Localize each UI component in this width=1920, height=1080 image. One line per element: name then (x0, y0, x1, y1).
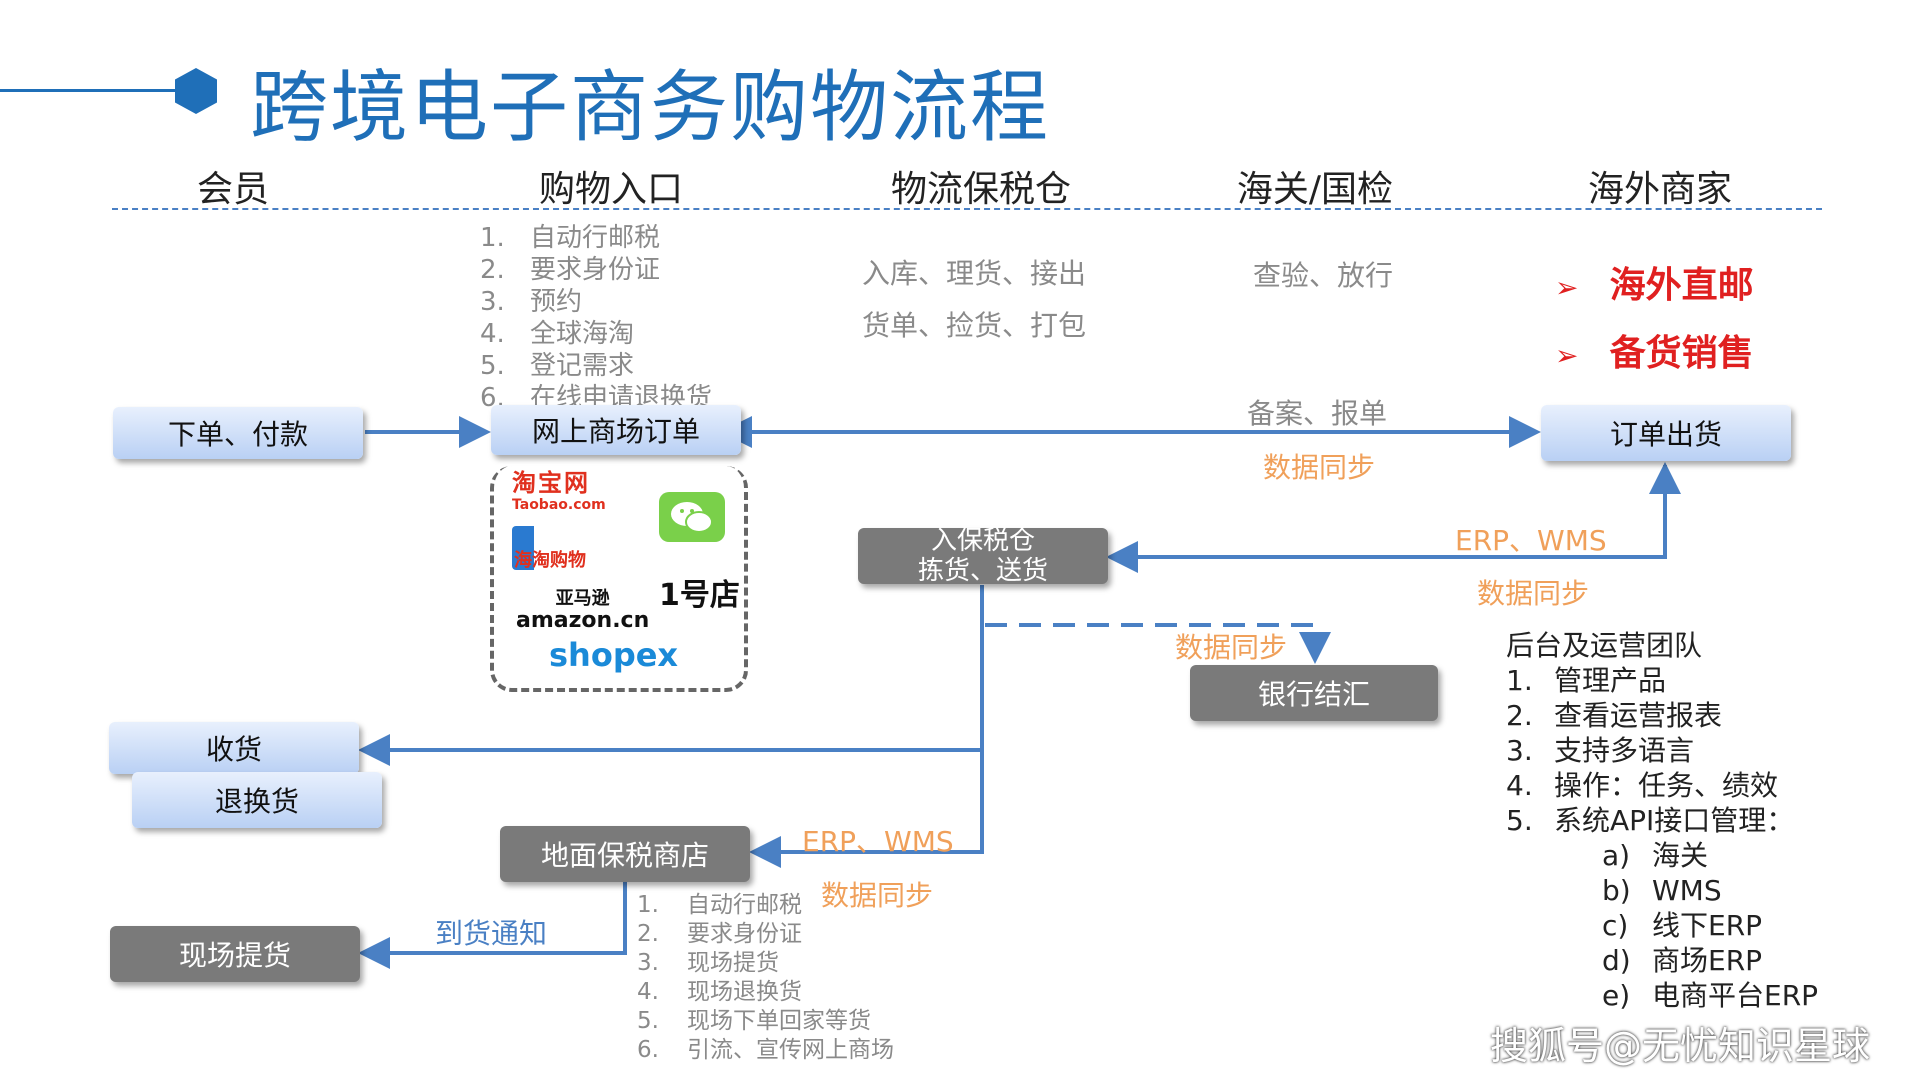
operations-team-list: 后台及运营团队 1.管理产品 2.查看运营报表 3.支持多语言 4.操作：任务、… (1506, 628, 1818, 1013)
list-item: 2.要求身份证 (637, 921, 802, 947)
label-arrival-notice: 到货通知 (435, 917, 548, 950)
list-item: 1.自动行邮税 (637, 892, 802, 918)
label-data-sync: 数据同步 (1175, 631, 1288, 664)
box-order-ship: 订单出货 (1541, 405, 1791, 461)
customs-ops: 查验、放行 (1253, 259, 1394, 292)
title-rule (0, 89, 180, 92)
api-item: c)线下ERP (1602, 909, 1763, 942)
box-order-pay: 下单、付款 (113, 407, 363, 459)
page-title: 跨境电子商务购物流程 (250, 63, 1051, 153)
box-bank: 银行结汇 (1190, 665, 1438, 721)
taobao-logo: 淘宝网 Taobao.com (512, 469, 606, 513)
wechat-logo (659, 492, 725, 542)
haitao-logo: 海淘购物 (512, 526, 622, 571)
wechat-icon (671, 502, 713, 533)
box-bonded-store: 地面保税商店 (500, 826, 750, 882)
label-data-sync: 数据同步 (1263, 451, 1376, 484)
api-item: b)WMS (1602, 874, 1722, 907)
arrow-store-to-pickup (358, 882, 627, 969)
column-merchant: 海外商家 (1587, 169, 1732, 210)
api-item: d)商场ERP (1602, 944, 1763, 977)
box-pickup: 现场提货 (110, 926, 360, 982)
column-customs: 海关/国检 (1236, 169, 1394, 210)
warehouse-op-2: 货单、捡货、打包 (862, 309, 1087, 342)
box-return: 退换货 (132, 772, 382, 828)
list-item: 5.系统API接口管理： (1506, 804, 1795, 837)
column-member: 会员 (196, 169, 269, 210)
column-entry: 购物入口 (538, 169, 683, 210)
list-item: 4.操作：任务、绩效 (1506, 769, 1779, 802)
list-item: 1.管理产品 (1506, 664, 1667, 697)
list-item: 2.要求身份证 (480, 255, 661, 285)
column-warehouse: 物流保税仓 (890, 169, 1071, 210)
box-online-order: 网上商场订单 (491, 405, 741, 455)
platform-logo-group: 淘宝网 Taobao.com 海淘购物 1号店 亚马逊 amazon.cn sh… (490, 466, 748, 692)
yhd-logo: 1号店 (659, 578, 740, 613)
shopex-logo: shopex (549, 636, 679, 674)
list-item: 4.现场退换货 (637, 979, 802, 1005)
header-divider (112, 208, 1822, 210)
amazon-logo: 亚马逊 amazon.cn (516, 588, 650, 633)
watermark: 搜狐号@无忧知识星球 (1490, 1024, 1871, 1068)
box-bonded-warehouse: 入保税仓 拣货、送货 (858, 526, 1108, 586)
arrow-bonded-to-store (749, 750, 984, 868)
red-arrow-icon: ➢ (1555, 339, 1579, 372)
store-feature-list: 1.自动行邮税 2.要求身份证 3.现场提货 4.现场退换货 5.现场下单回家等… (637, 891, 894, 1065)
merchant-mode-stock: ➢ 备货销售 (1555, 333, 1754, 374)
list-item: 2.查看运营报表 (1506, 699, 1723, 732)
merchant-mode-direct: ➢ 海外直邮 (1555, 265, 1754, 306)
red-arrow-icon: ➢ (1555, 271, 1579, 304)
list-item: 6.引流、宣传网上商场 (637, 1037, 894, 1063)
dashed-arrow-to-bank (985, 623, 1331, 664)
list-item: 4.全球海淘 (480, 319, 635, 349)
list-item: 3.预约 (480, 287, 583, 317)
api-item: e)电商平台ERP (1602, 979, 1819, 1012)
team-title: 后台及运营团队 (1506, 629, 1703, 662)
entry-feature-list: 1.自动行邮税 2.要求身份证 3.预约 4.全球海淘 5.登记需求 6.在线申… (480, 222, 712, 414)
list-item: 3.现场提货 (637, 950, 779, 976)
label-filing: 备案、报单 (1247, 397, 1388, 430)
api-item: a)海关 (1602, 839, 1709, 872)
box-receive: 收货 (109, 722, 359, 774)
label-data-sync: 数据同步 (821, 879, 934, 912)
list-item: 3.支持多语言 (1506, 734, 1695, 767)
label-erp-wms: ERP、WMS (802, 825, 954, 858)
list-item: 5.现场下单回家等货 (637, 1008, 871, 1034)
list-item: 1.自动行邮税 (480, 223, 661, 253)
label-data-sync: 数据同步 (1477, 577, 1590, 610)
label-erp-wms: ERP、WMS (1455, 524, 1607, 557)
list-item: 5.登记需求 (480, 351, 635, 381)
warehouse-op-1: 入库、理货、接出 (862, 257, 1087, 290)
